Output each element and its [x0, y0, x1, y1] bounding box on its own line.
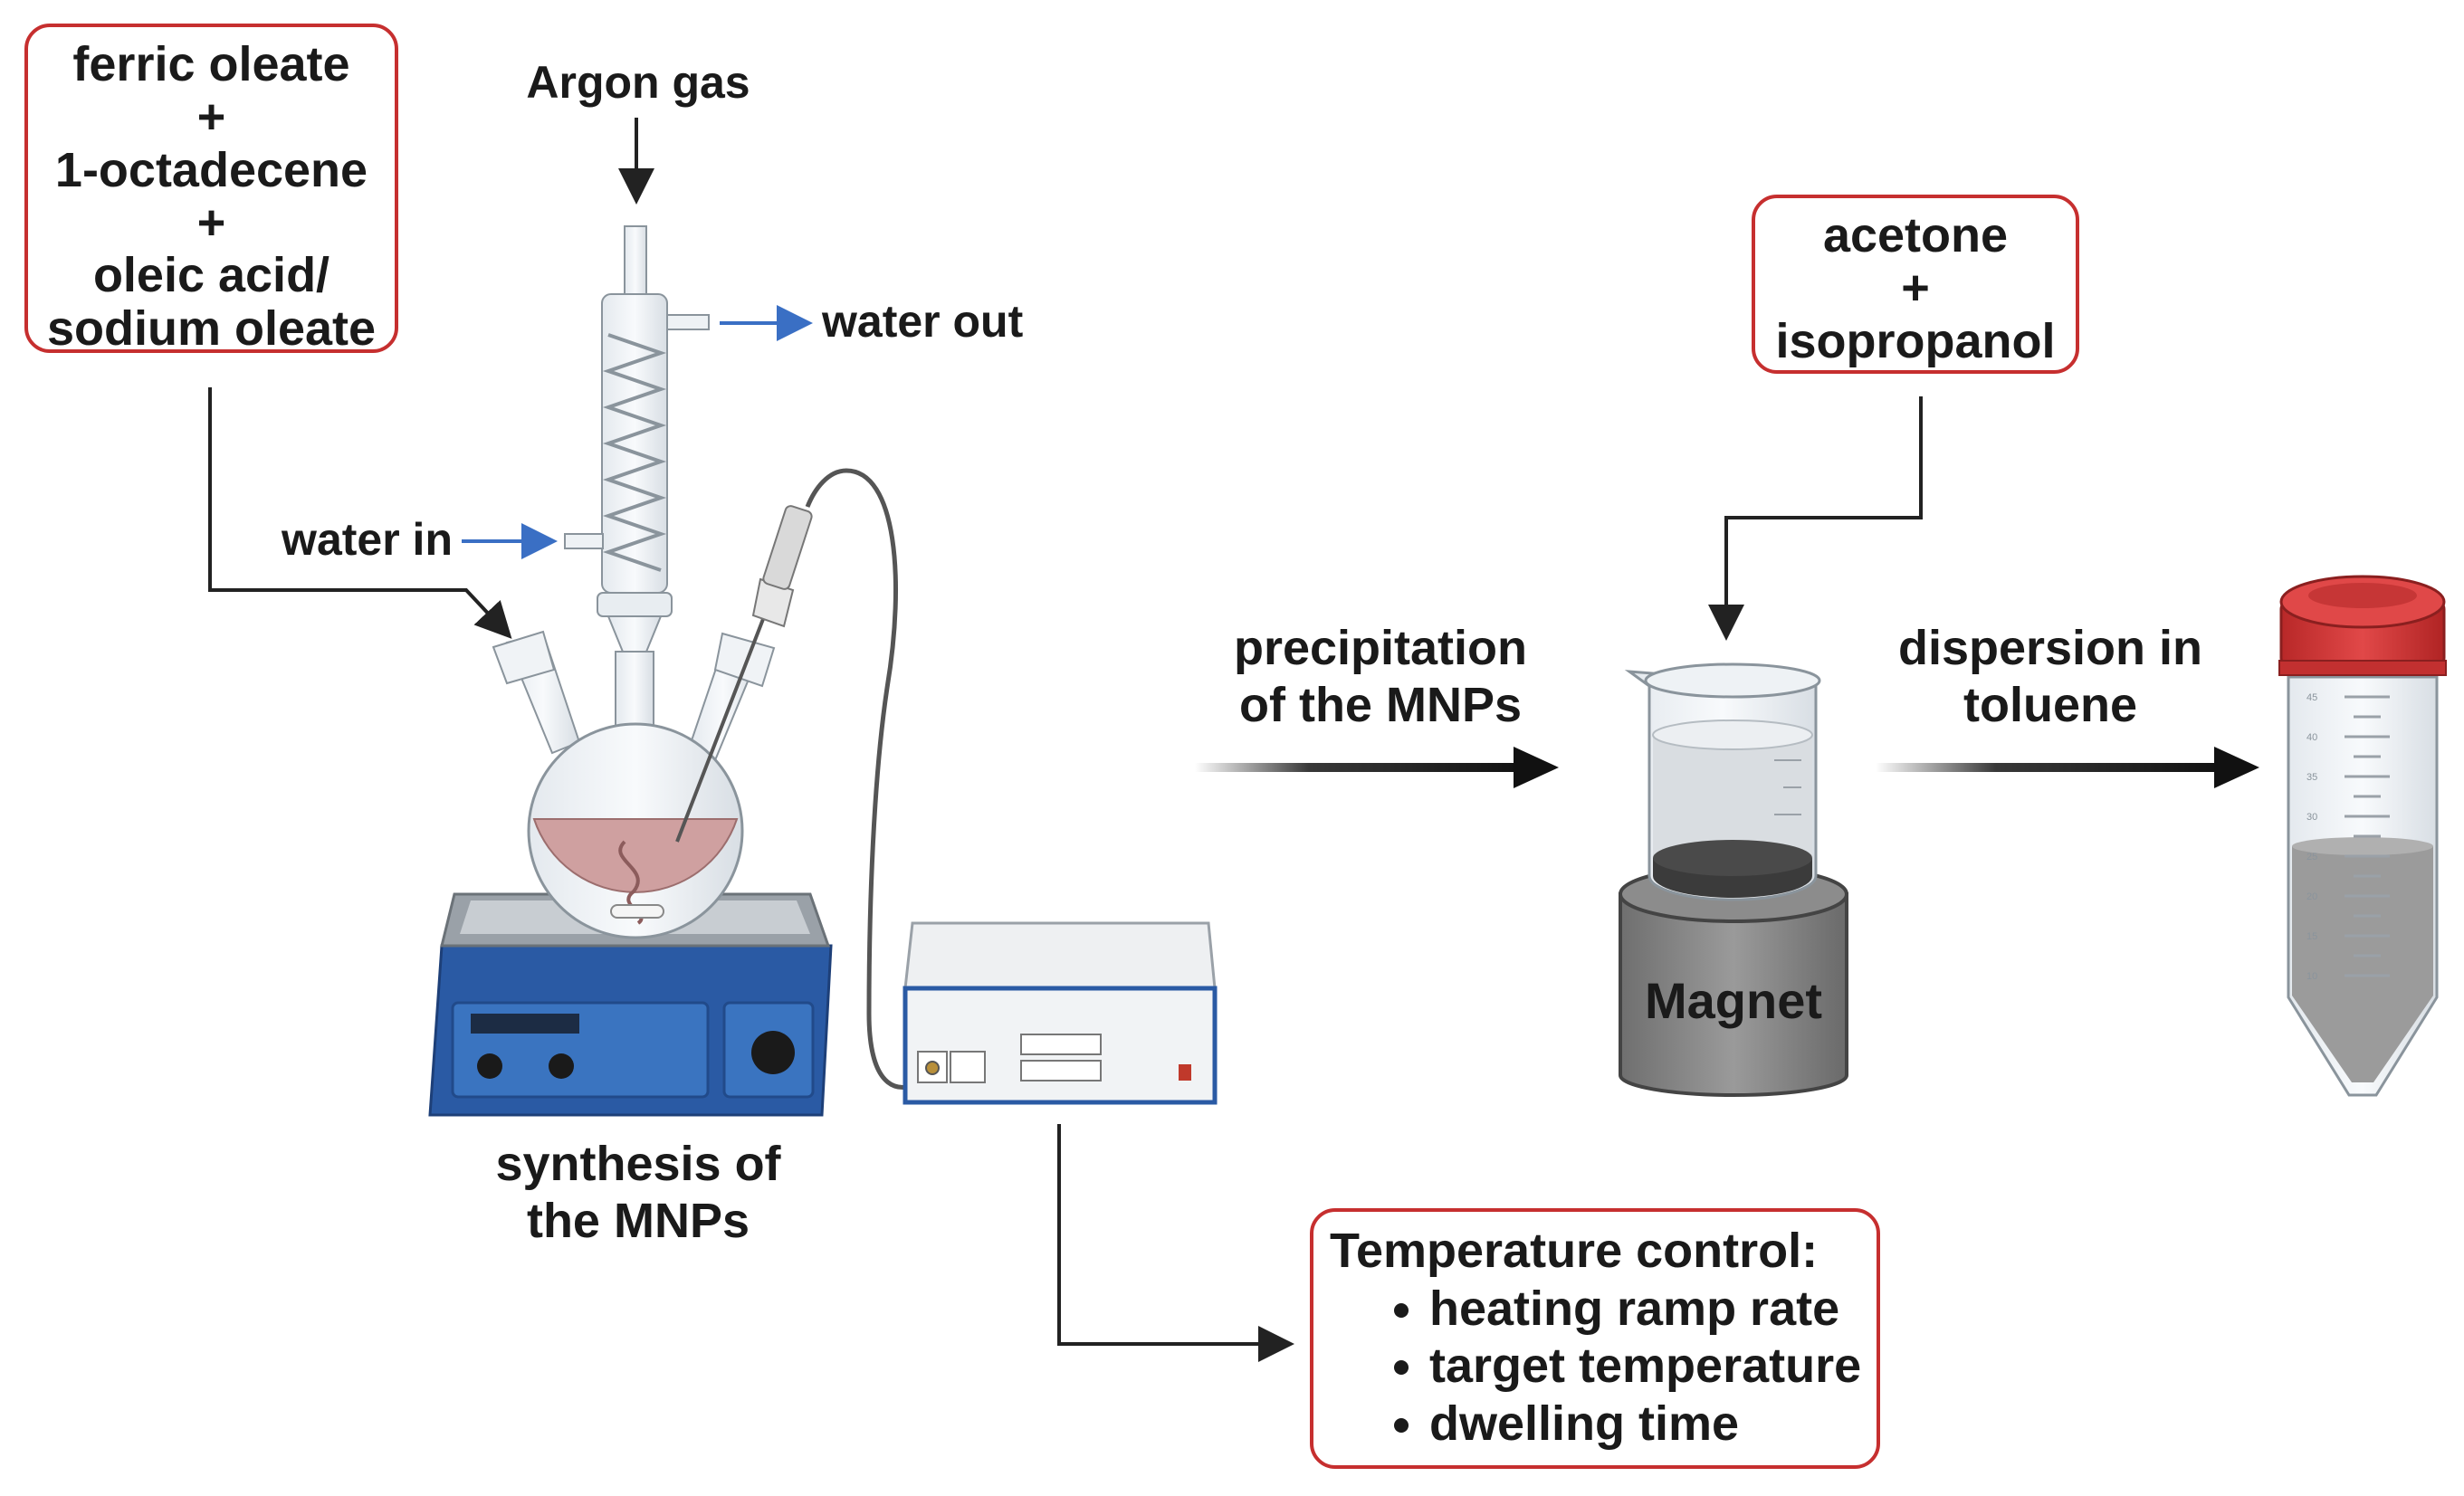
dispersion-label-line: dispersion in	[1897, 621, 2203, 675]
tube-scale-mark: 40	[2306, 732, 2317, 743]
precipitation-label-line: precipitation	[1233, 621, 1528, 675]
parameter-item: heating ramp rate	[1429, 1281, 1877, 1338]
tube-scale-mark: 35	[2306, 772, 2317, 783]
parameter-item: dwelling time	[1429, 1396, 1877, 1453]
solvents-connector-arrow	[1708, 396, 1923, 641]
water-out-label: water out	[822, 296, 1024, 347]
temperature-controller	[903, 921, 1218, 1105]
reagent-line: oleic acid/	[92, 248, 330, 303]
temperature-control-title: Temperature control:	[1330, 1224, 1819, 1278]
parameter-item: target temperature	[1429, 1338, 1877, 1395]
reagent-line: sodium oleate	[46, 300, 377, 356]
tube-scale-mark: 25	[2306, 852, 2317, 862]
synthesis-label-line: synthesis of	[495, 1137, 781, 1191]
synthesis-label: synthesis of the MNPs	[471, 1136, 806, 1249]
hotplate-stirrer	[428, 892, 833, 1117]
reagent-line: ferric oleate	[72, 37, 350, 91]
precipitation-label-line: of the MNPs	[1238, 677, 1522, 732]
solvent-plus: +	[1901, 261, 1930, 316]
controller-connector-arrow	[1057, 1124, 1294, 1362]
reflux-condenser	[564, 225, 710, 657]
tube-scale-mark: 15	[2306, 931, 2317, 942]
precipitation-label: precipitation of the MNPs	[1204, 620, 1557, 733]
reagent-plus: +	[196, 195, 226, 250]
three-neck-flask	[492, 630, 776, 939]
temperature-control-box: Temperature control: heating ramp rate t…	[1310, 1208, 1880, 1469]
reagents-box: ferric oleate + 1-octadecene + oleic aci…	[24, 24, 398, 356]
thermocouple-probe	[675, 468, 939, 1090]
dispersion-arrow	[1876, 747, 2259, 788]
synthesis-label-line: the MNPs	[526, 1193, 750, 1248]
solvents-box: acetone + isopropanol	[1752, 195, 2079, 374]
water-in-label: water in	[282, 514, 453, 565]
precipitation-arrow	[1195, 747, 1559, 788]
temperature-parameter-list: heating ramp rate target temperature dwe…	[1330, 1281, 1877, 1453]
tube-scale-mark: 30	[2306, 812, 2317, 823]
falcon-tube: 45 40 35 30 25 20 15 10	[2278, 575, 2447, 1097]
reagent-line: 1-octadecene	[54, 142, 368, 197]
dispersion-label-line: toluene	[1963, 677, 2137, 732]
dispersion-label: dispersion in toluene	[1883, 620, 2218, 733]
reagents-connector-arrow	[208, 387, 512, 639]
tube-scale-mark: 10	[2306, 971, 2317, 982]
argon-gas-label: Argon gas	[526, 57, 750, 108]
beaker	[1624, 662, 1821, 901]
magnet-label: Magnet	[1645, 972, 1822, 1029]
solvent-line: acetone	[1822, 208, 2009, 262]
tube-scale-mark: 45	[2306, 692, 2317, 703]
tube-scale-mark: 20	[2306, 891, 2317, 902]
solvent-line: isopropanol	[1775, 313, 2056, 368]
reagent-plus: +	[196, 90, 226, 145]
